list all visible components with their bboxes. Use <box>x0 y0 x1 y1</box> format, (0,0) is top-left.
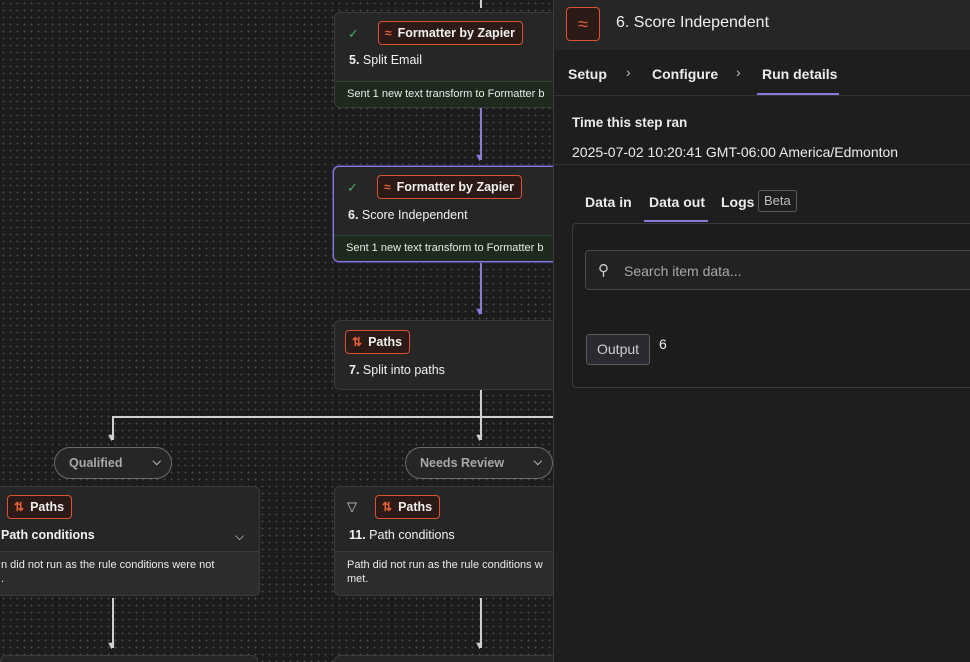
search-icon: ⚲ <box>598 262 609 279</box>
breadcrumb-configure[interactable]: Configure <box>652 66 719 82</box>
workflow-canvas[interactable]: ▼ ▼ ▼ ▼ ▼ ▼ ✓ ≈ Formatter by Zapier 5. S… <box>0 0 553 662</box>
paths-icon: ⇅ <box>352 335 363 349</box>
app-badge-paths: ⇅ Paths <box>375 495 441 519</box>
path-status: n did not run as the rule conditions wer… <box>0 551 259 595</box>
path-label-needs-review[interactable]: Needs Review ⌵ <box>405 447 553 479</box>
breadcrumb-setup[interactable]: Setup <box>568 66 607 82</box>
node-stub-right <box>334 655 553 662</box>
path-node-qualified[interactable]: ⇅ Paths Path conditions ⌵ n did not run … <box>0 486 260 596</box>
breadcrumb: Setup › Configure › Run details <box>554 50 970 96</box>
filter-icon: ▽ <box>347 499 357 514</box>
app-badge-paths: ⇅ Paths <box>7 495 73 519</box>
panel-header: ≈ 6. Score Independent <box>554 0 970 50</box>
search-box: ⚲ <box>585 250 970 290</box>
connector-6-7 <box>480 262 482 314</box>
chevron-down-icon[interactable]: ⌵ <box>235 529 245 543</box>
step-title: Path conditions <box>1 528 95 542</box>
chevron-right-icon: › <box>736 64 741 80</box>
connector-left-bottom <box>112 598 114 648</box>
path-node-needs-review[interactable]: ▽ ⇅ Paths 11. Path conditions Path did n… <box>334 486 553 596</box>
arrow-head: ▼ <box>474 306 485 318</box>
path-label-qualified[interactable]: Qualified ⌵ <box>54 447 172 479</box>
connector-left-down <box>112 416 114 440</box>
output-value: 6 <box>659 336 667 352</box>
app-badge-paths: ⇅ Paths <box>345 330 411 354</box>
formatter-icon: ≈ <box>566 7 600 41</box>
formatter-icon: ≈ <box>384 180 391 194</box>
step-details-panel: ≈ 6. Score Independent Setup › Configure… <box>553 0 970 662</box>
arrow-head: ▼ <box>106 640 117 652</box>
app-badge-formatter: ≈ Formatter by Zapier <box>378 21 523 45</box>
step-node-6[interactable]: ✓ ≈ Formatter by Zapier 6. Score Indepen… <box>333 166 553 262</box>
check-icon: ✓ <box>348 26 359 41</box>
step-node-7[interactable]: ⇅ Paths 7. Split into paths <box>334 320 553 390</box>
chevron-down-icon: ⌵ <box>152 456 161 468</box>
beta-badge: Beta <box>758 190 797 212</box>
chevron-down-icon: ⌵ <box>533 456 542 468</box>
step-status: Sent 1 new text transform to Formatter b <box>334 235 553 261</box>
active-crumb-indicator <box>757 93 839 95</box>
output-key: Output <box>586 334 651 365</box>
formatter-icon: ≈ <box>385 26 392 40</box>
connector-top <box>480 0 482 8</box>
search-input[interactable] <box>624 260 964 282</box>
data-out-container: ⚲ Output 6 <box>572 223 970 388</box>
node-stub-left <box>0 655 258 662</box>
connector-5-6 <box>480 108 482 160</box>
connector-right-bottom <box>480 598 482 648</box>
active-tab-indicator <box>644 220 708 222</box>
step-title: 5. Split Email <box>349 53 422 67</box>
path-status: Path did not run as the rule conditions … <box>335 551 553 595</box>
step-title: 7. Split into paths <box>349 363 445 377</box>
arrow-head: ▼ <box>106 432 117 444</box>
divider <box>554 164 970 165</box>
connector-horizontal <box>112 416 553 418</box>
time-value: 2025-07-02 10:20:41 GMT-06:00 America/Ed… <box>572 144 899 160</box>
connector-7-split <box>480 390 482 440</box>
app-badge-formatter: ≈ Formatter by Zapier <box>377 175 522 199</box>
arrow-head: ▼ <box>474 152 485 164</box>
tab-data-out[interactable]: Data out <box>649 194 705 210</box>
step-status: Sent 1 new text transform to Formatter b <box>335 81 553 107</box>
paths-icon: ⇅ <box>382 500 393 514</box>
tab-data-in[interactable]: Data in <box>585 194 632 210</box>
chevron-right-icon: › <box>626 64 631 80</box>
arrow-head: ▼ <box>474 432 485 444</box>
check-icon: ✓ <box>347 180 358 195</box>
step-title: 6. Score Independent <box>348 208 468 222</box>
breadcrumb-run-details[interactable]: Run details <box>762 66 838 82</box>
panel-title: 6. Score Independent <box>616 14 770 31</box>
time-label: Time this step ran <box>572 115 688 130</box>
arrow-head: ▼ <box>474 640 485 652</box>
tab-logs[interactable]: Logs <box>721 194 755 210</box>
paths-icon: ⇅ <box>14 500 25 514</box>
step-node-5[interactable]: ✓ ≈ Formatter by Zapier 5. Split Email S… <box>334 12 553 108</box>
step-title: 11. Path conditions <box>349 528 455 542</box>
